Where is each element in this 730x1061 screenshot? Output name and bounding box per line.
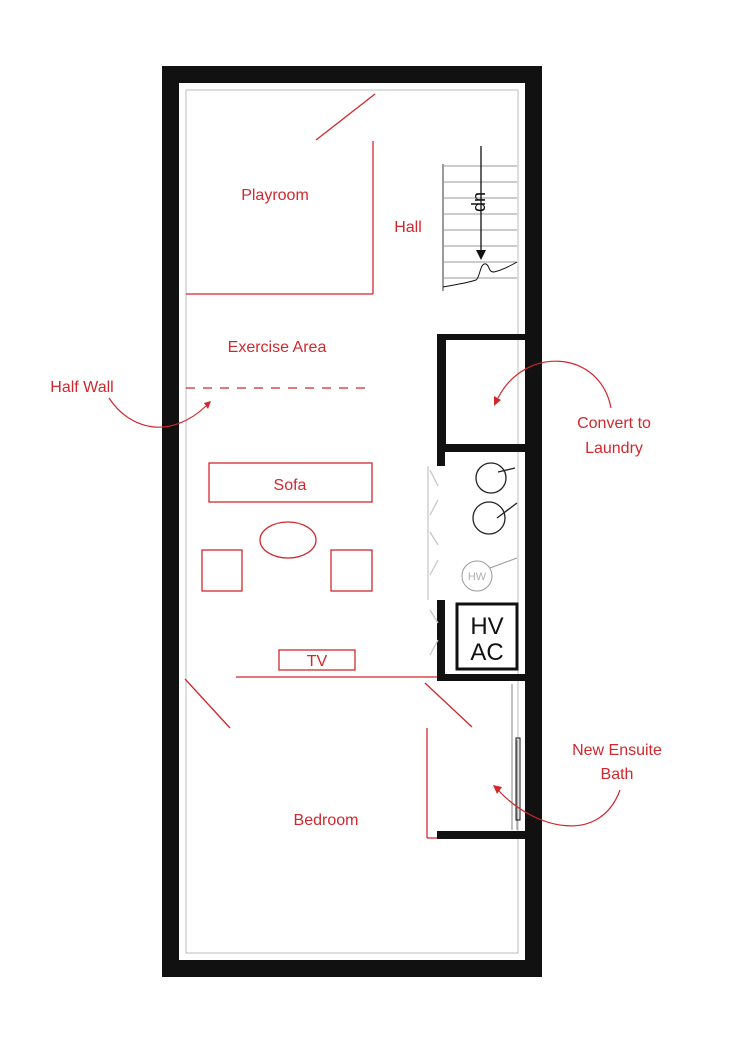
annotation-half-wall: Half Wall [50, 379, 211, 428]
tv-label: TV [307, 653, 328, 670]
laundry-walls [437, 334, 525, 681]
tv [278, 649, 356, 671]
exercise-area-label: Exercise Area [228, 339, 327, 356]
staircase: up [442, 146, 518, 291]
ensuite-sliding-door [511, 684, 521, 830]
sofa [208, 462, 373, 503]
hvac-label-line1: HV [470, 613, 503, 640]
hvac-label-line2: AC [470, 639, 503, 666]
hvac-unit: HV AC [455, 602, 519, 671]
ensuite-annotation-line2: Bath [601, 766, 634, 783]
washer-dryer [472, 462, 518, 535]
bedroom-partition [184, 676, 473, 839]
annotation-laundry: Convert to Laundry [494, 360, 651, 457]
laundry-folding-doors [427, 466, 439, 656]
laundry-annotation-line1: Convert to [577, 415, 651, 432]
bedroom-label: Bedroom [294, 812, 359, 829]
laundry-annotation-line2: Laundry [585, 440, 643, 457]
coffee-table [259, 521, 317, 559]
playroom-label: Playroom [241, 187, 309, 204]
playroom-outline [186, 93, 376, 295]
stairs-label: up [471, 192, 491, 212]
water-heater: HW [461, 557, 518, 592]
water-heater-label: HW [468, 571, 487, 583]
ensuite-walls [437, 831, 525, 839]
hall-label: Hall [394, 219, 422, 236]
ensuite-annotation-line1: New Ensuite [572, 742, 662, 759]
annotation-ensuite: New Ensuite Bath [493, 742, 662, 827]
sofa-label: Sofa [274, 477, 307, 494]
armchair-right [330, 549, 373, 592]
armchair-left [201, 549, 243, 592]
half-wall-annotation: Half Wall [50, 379, 113, 396]
exterior-walls [162, 66, 542, 977]
